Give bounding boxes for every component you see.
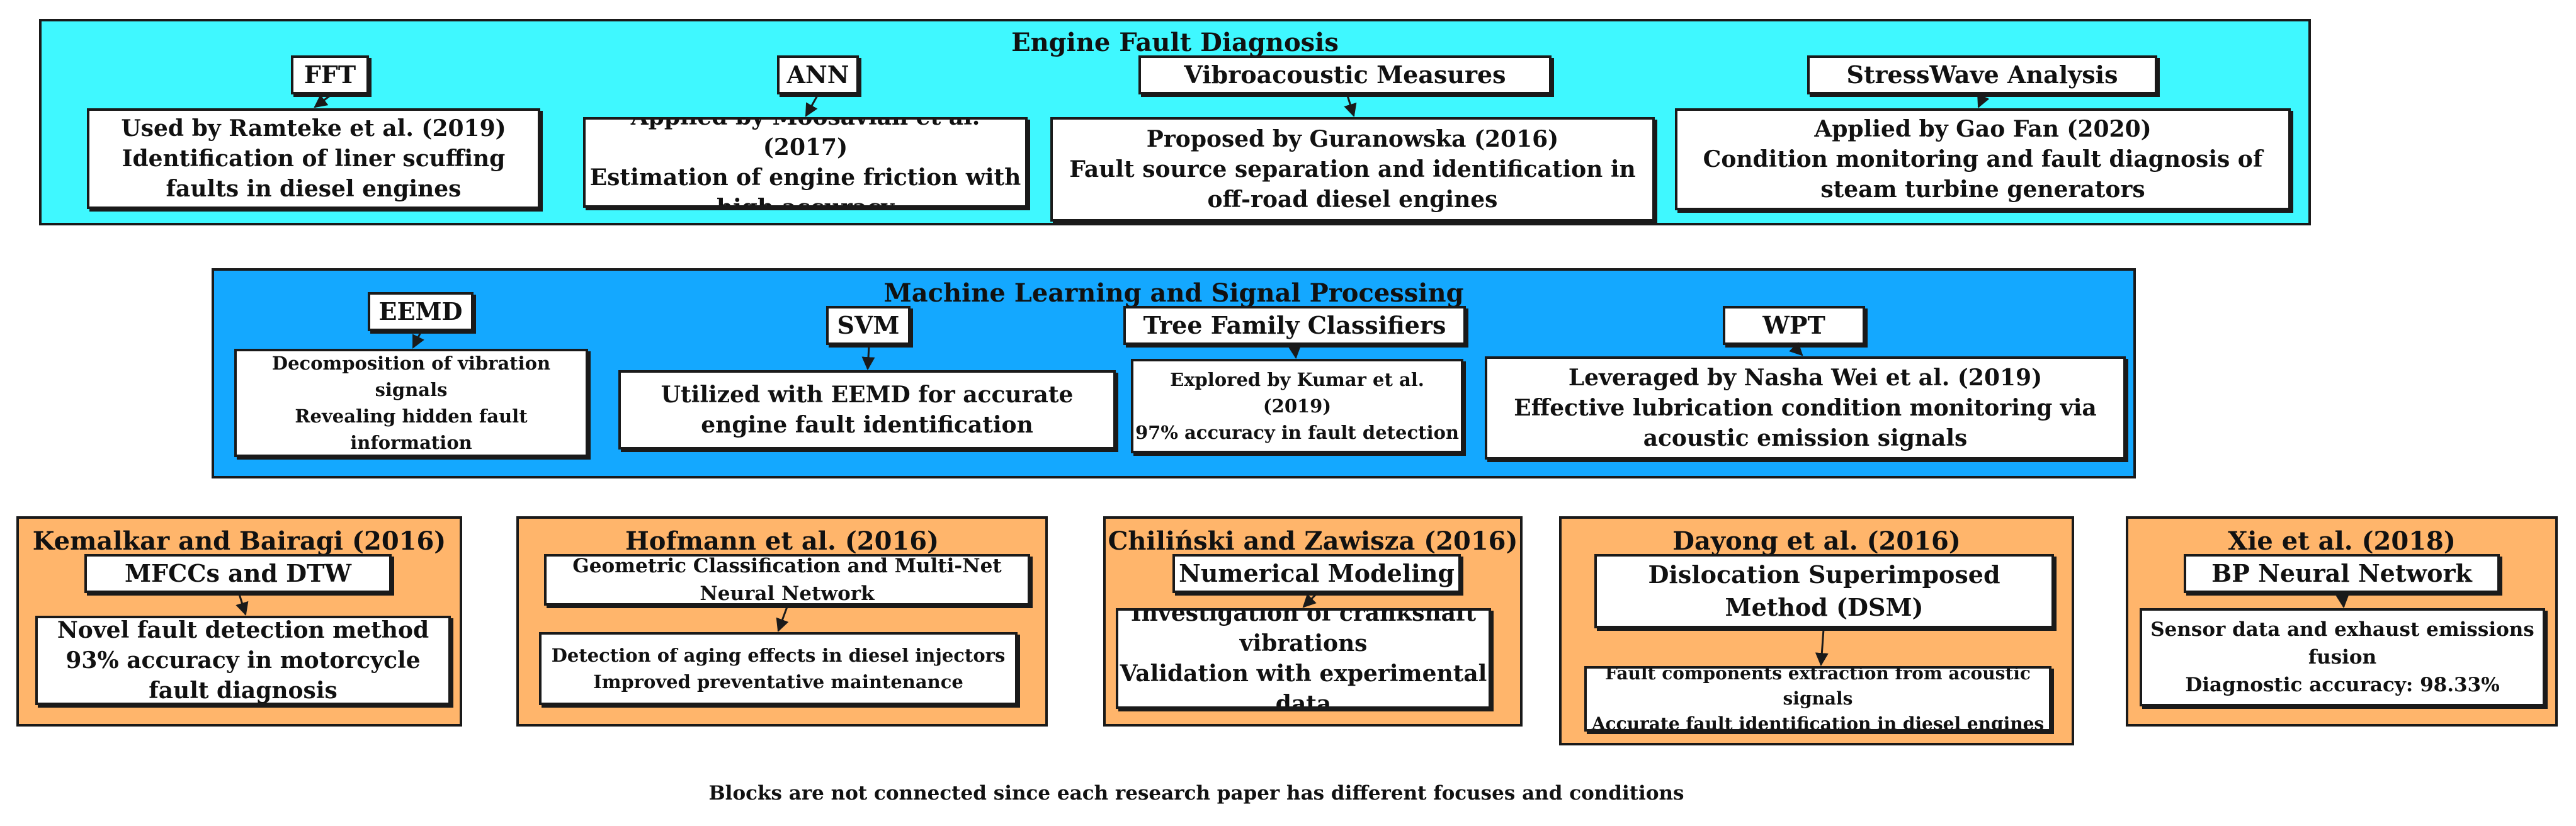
svm-description-box: Utilized with EEMD for accurate engine f… [618, 370, 1116, 450]
geometric-classification-label-box: Geometric Classification and Multi-Net N… [544, 554, 1030, 606]
dsm-label-box: Dislocation Superimposed Method (DSM) [1594, 554, 2054, 628]
geometric-classification-description-box: Detection of aging effects in diesel inj… [539, 632, 1018, 705]
stresswave-label-box: StressWave Analysis [1807, 55, 2157, 94]
svm-label-box: SVM [826, 306, 911, 345]
wpt-description-box: Leveraged by Nasha Wei et al. (2019)Effe… [1485, 356, 2126, 460]
vibroacoustic-description-box: Proposed by Guranowska (2016)Fault sourc… [1050, 117, 1655, 222]
dsm-description-box: Fault components extraction from acousti… [1584, 666, 2051, 732]
numerical-modeling-label-box: Numerical Modeling [1172, 554, 1461, 593]
panel-title: Engine Fault Diagnosis [1011, 28, 1339, 57]
panel-title: Kemalkar and Bairagi (2016) [32, 526, 446, 556]
tree-classifiers-description-box: Explored by Kumar et al. (2019)97% accur… [1131, 359, 1463, 453]
bp-neural-network-description-box: Sensor data and exhaust emissions fusion… [2140, 608, 2545, 706]
panel-title: Chiliński and Zawisza (2016) [1108, 526, 1518, 556]
fft-description-box: Used by Ramteke et al. (2019)Identificat… [87, 108, 540, 209]
panel-title: Machine Learning and Signal Processing [883, 278, 1464, 308]
eemd-label-box: EEMD [368, 292, 474, 331]
vibroacoustic-label-box: Vibroacoustic Measures [1138, 55, 1552, 94]
stresswave-description-box: Applied by Gao Fan (2020)Condition monit… [1675, 108, 2291, 210]
panel-title: Dayong et al. (2016) [1672, 526, 1961, 556]
bp-neural-network-label-box: BP Neural Network [2184, 554, 2500, 593]
panel-title: Xie et al. (2018) [2228, 526, 2456, 556]
fft-label-box: FFT [291, 55, 369, 94]
footer-note: Blocks are not connected since each rese… [708, 782, 1684, 805]
panel-title: Hofmann et al. (2016) [625, 526, 939, 556]
ann-label-box: ANN [777, 55, 859, 94]
mfccs-dtw-label-box: MFCCs and DTW [84, 554, 392, 593]
tree-classifiers-label-box: Tree Family Classifiers [1123, 306, 1466, 345]
wpt-label-box: WPT [1723, 306, 1865, 345]
ann-description-box: Applied by Moosavian et al. (2017)Estima… [583, 117, 1028, 208]
